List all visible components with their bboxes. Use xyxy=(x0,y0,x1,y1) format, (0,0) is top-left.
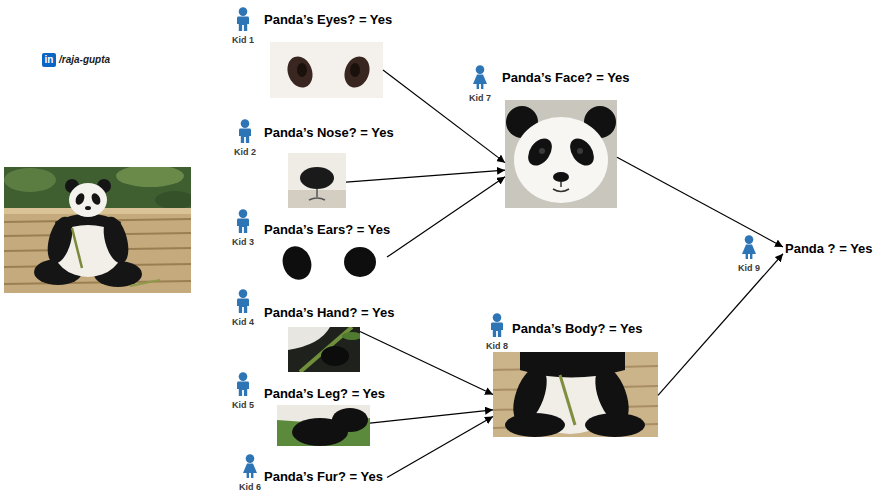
panda-face-picture xyxy=(505,100,617,208)
kid-label: Kid 3 xyxy=(232,237,254,247)
kid-answer-node: Panda’s Nose? = YesKid 2 xyxy=(288,153,346,208)
arrow-connector xyxy=(360,332,493,395)
watermark-handle: /raja-gupta xyxy=(59,54,110,66)
kid-answer-node: Panda’s Hand? = YesKid 4 xyxy=(288,327,360,372)
kid-icons xyxy=(237,7,756,478)
kid-answer-node: Panda’s Face? = YesKid 7 xyxy=(505,100,617,208)
arrow-connector xyxy=(370,410,493,423)
panda-leg-picture xyxy=(277,405,370,446)
linkedin-logo: in xyxy=(42,53,56,67)
question-text: Panda’s Ears? = Yes xyxy=(264,222,390,237)
question-text: Panda’s Eyes? = Yes xyxy=(264,12,392,27)
arrow-connector xyxy=(387,177,505,257)
kid-label: Kid 2 xyxy=(234,147,256,157)
arrow-connector xyxy=(346,170,505,182)
kid-answer-node: Panda’s Leg? = YesKid 5 xyxy=(277,405,370,446)
kid-answer-node: Panda’s Eyes? = YesKid 1 xyxy=(270,42,383,98)
question-text: Panda’s Fur? = Yes xyxy=(262,469,387,484)
panda-photo xyxy=(4,167,191,293)
kid-label: Kid 4 xyxy=(232,317,254,327)
kid-label: Kid 8 xyxy=(486,341,508,351)
arrow-connector xyxy=(658,254,783,396)
kid-label: Kid 7 xyxy=(469,93,491,103)
kid-label: Kid 9 xyxy=(738,263,760,273)
arrow-connector xyxy=(383,70,505,163)
question-text: Panda’s Hand? = Yes xyxy=(264,305,394,320)
arrow-connector xyxy=(387,417,493,478)
question-text: Panda’s Nose? = Yes xyxy=(264,125,394,140)
question-text: Panda’s Face? = Yes xyxy=(502,70,630,85)
question-text: Panda’s Body? = Yes xyxy=(512,321,642,336)
kid-label: Kid 5 xyxy=(232,400,254,410)
question-text: Panda’s Leg? = Yes xyxy=(264,386,385,401)
panda-nose-picture xyxy=(288,153,346,208)
kid-label: Kid 6 xyxy=(239,482,261,492)
question-text: Panda ? = Yes xyxy=(783,241,875,256)
kid-answer-node: Panda’s Fur? = YesKid 6 xyxy=(262,469,387,486)
panda-eyes-picture xyxy=(270,42,383,98)
panda-hand-picture xyxy=(288,327,360,372)
kid-answer-node: Panda ? = YesKid 9 xyxy=(783,241,875,258)
kid-answer-node: Panda’s Ears? = YesKid 3 xyxy=(275,242,387,284)
kid-label: Kid 1 xyxy=(232,35,254,45)
panda-ears-picture xyxy=(275,242,387,284)
arrow-connector xyxy=(617,157,783,247)
panda-body-picture xyxy=(493,352,658,437)
kid-answer-node: Panda’s Body? = YesKid 8 xyxy=(493,352,658,437)
